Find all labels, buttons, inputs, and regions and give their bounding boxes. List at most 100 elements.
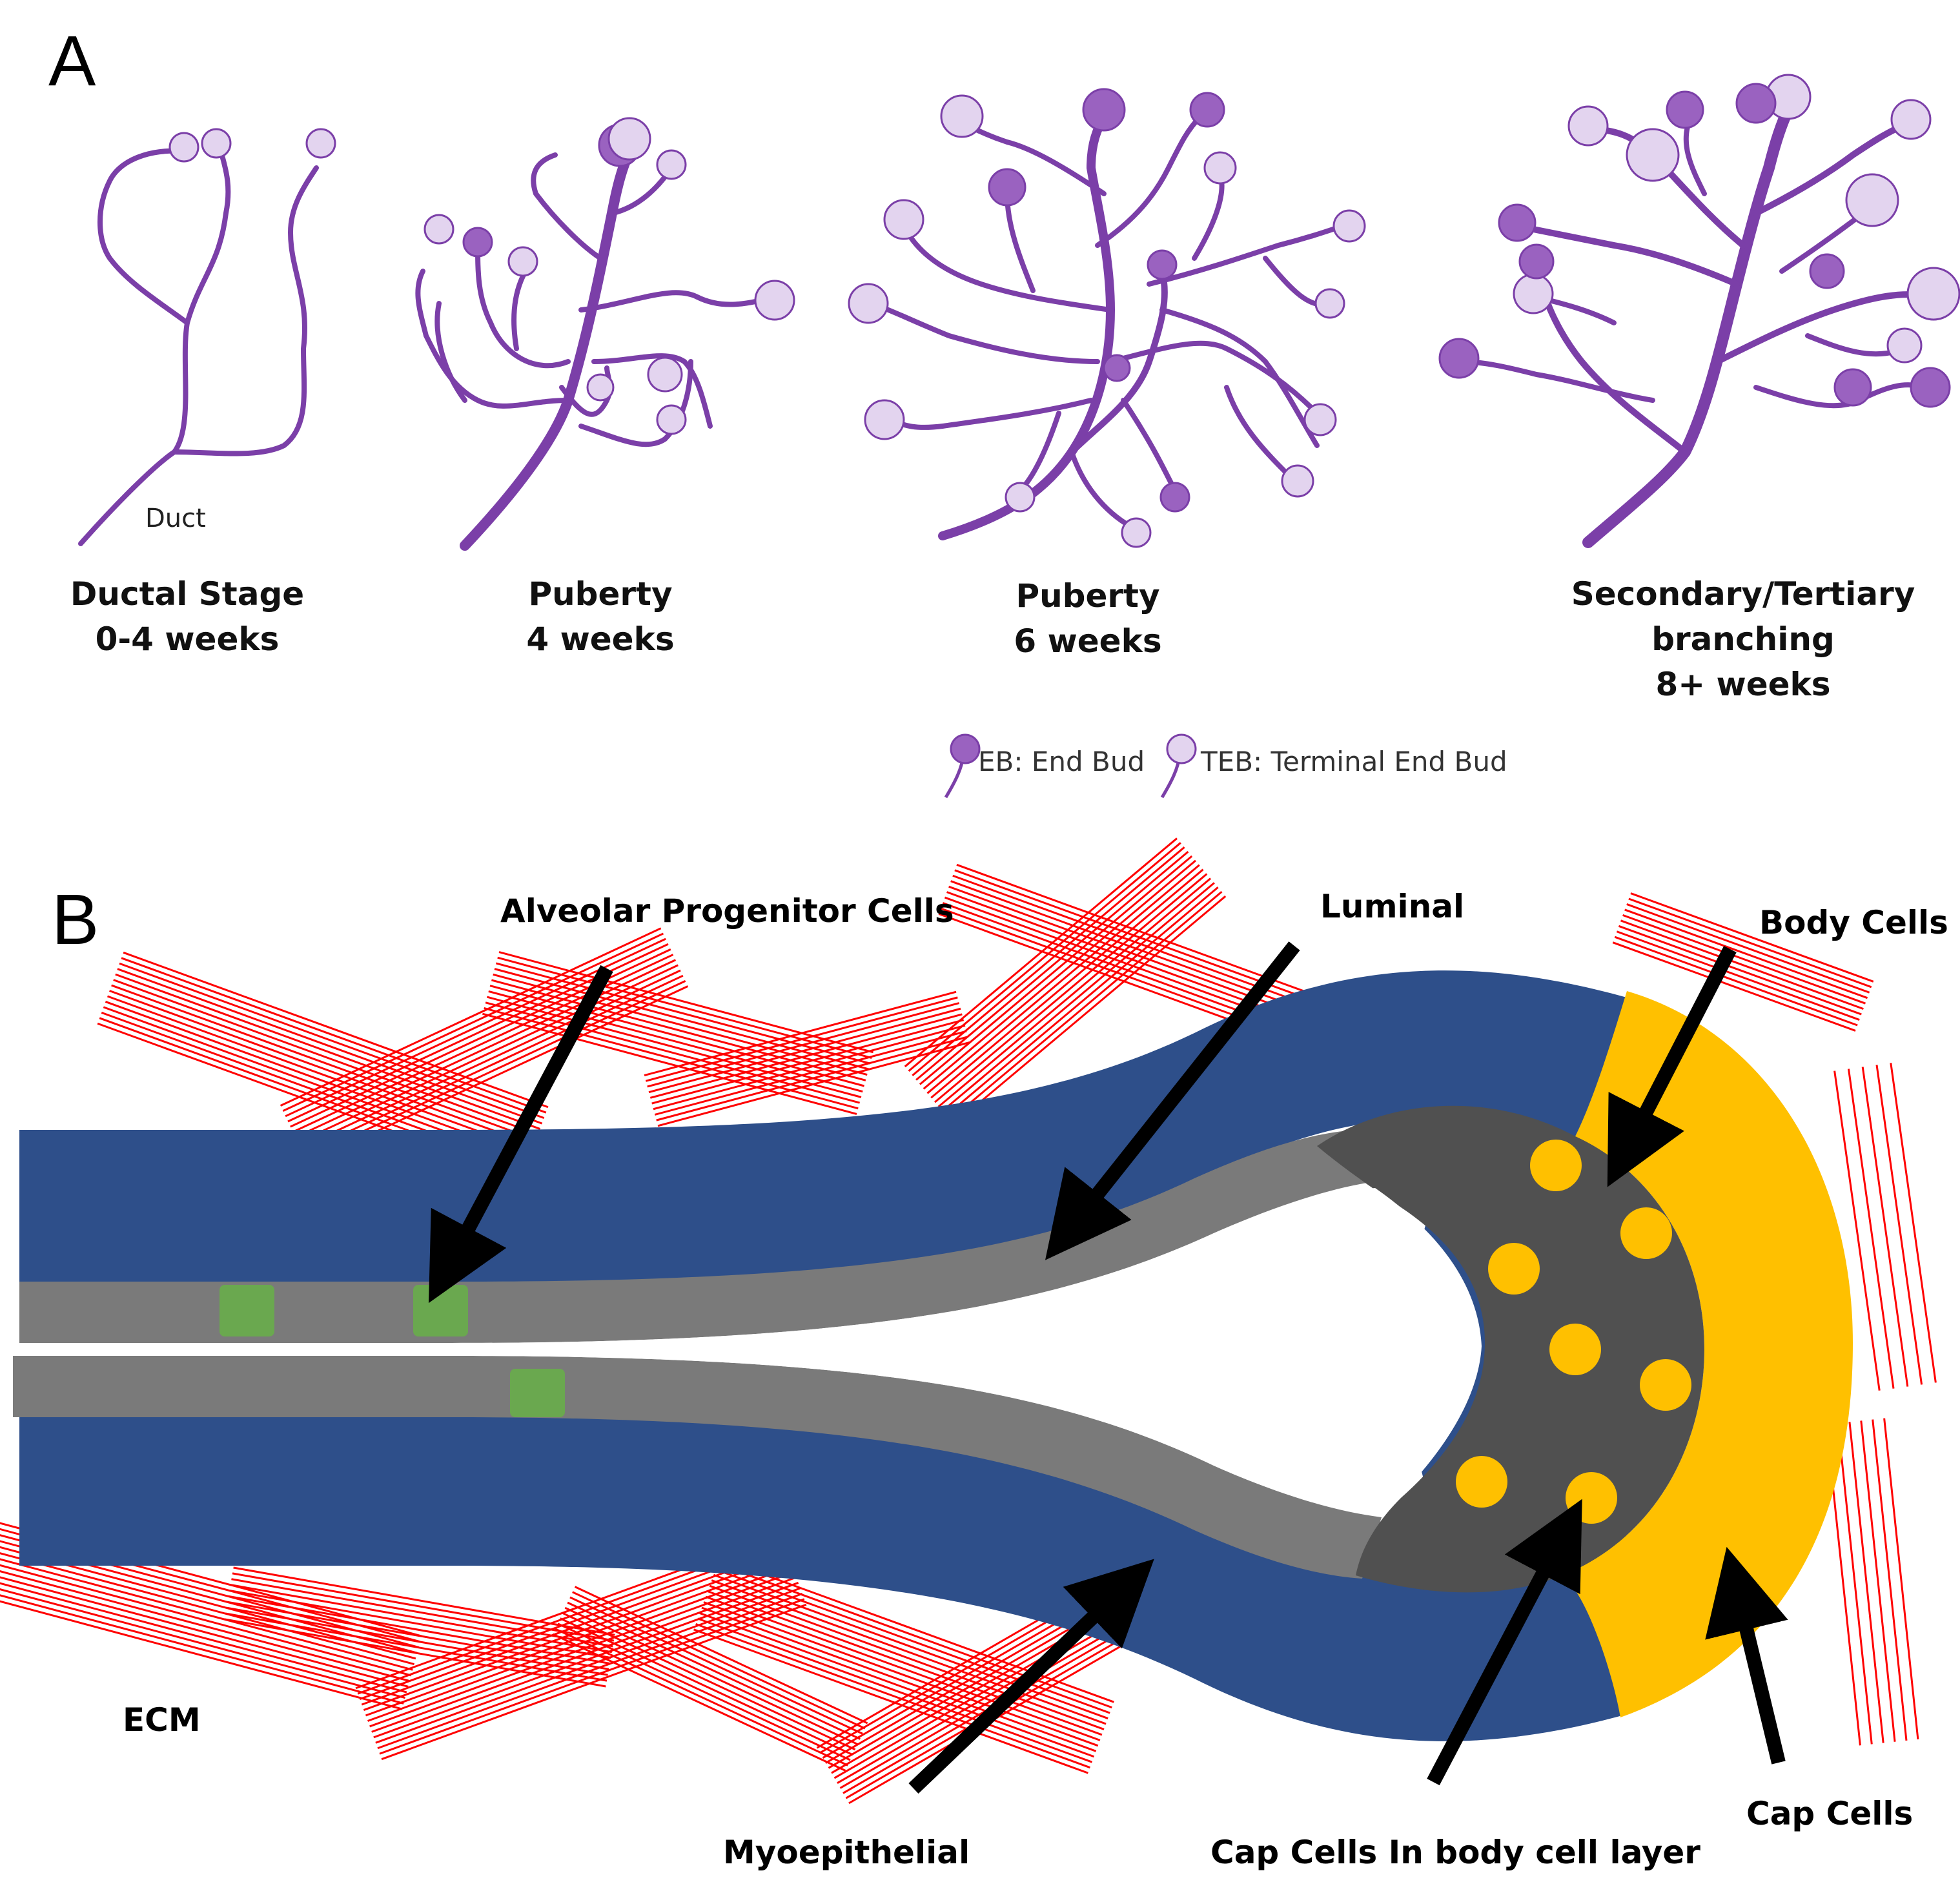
ecm-fiber [117, 968, 543, 1125]
ecm-fiber [949, 891, 1223, 1121]
ecm-fiber [711, 1579, 1107, 1725]
ecm-fiber [0, 1582, 407, 1694]
ecm-fiber [707, 1590, 1103, 1736]
ecm-fiber [107, 995, 533, 1152]
ecm-fiber [0, 1558, 413, 1671]
ecm-fiber [572, 1591, 866, 1730]
ecm-fiber [919, 855, 1193, 1085]
ecm-fiber [494, 968, 869, 1070]
ecm-fiber [485, 1001, 861, 1104]
ecm-fiber [227, 1601, 609, 1670]
stage-label-puberty-4: Puberty 4 weeks [526, 575, 675, 658]
ecm-fiber [229, 1589, 611, 1659]
ecm-fiber [121, 957, 547, 1114]
ecm-fiber [232, 1572, 615, 1642]
ecm-fiber [482, 1012, 857, 1115]
ecm-fiber [1847, 1069, 1895, 1389]
ecm-fiber [644, 990, 957, 1077]
body-cell-layer [1317, 1105, 1704, 1593]
arrow-cap-cells [1705, 1546, 1788, 1765]
ecm-fiber [285, 937, 666, 1118]
label-cap-cells-in-body: Cap Cells In body cell layer [1210, 1834, 1700, 1871]
legend-eb-icon [944, 733, 981, 799]
ecm-fiber [904, 837, 1178, 1068]
ecm-fiber [648, 1007, 961, 1094]
ecm-fiber [115, 973, 541, 1130]
ecm-fiber [1612, 941, 1856, 1032]
lumen [19, 1188, 1482, 1514]
ecm-fiber [230, 1584, 613, 1654]
ecm-fiber [1628, 897, 1872, 988]
ecm-fiber [0, 1564, 412, 1677]
ecm-fiber [657, 1041, 970, 1127]
ecm-fiber [1618, 925, 1862, 1016]
ecm-fiber [574, 1586, 868, 1725]
ecm-fiber [715, 1568, 1110, 1714]
duct-label: Duct [145, 504, 206, 533]
ecm-fiber [952, 895, 1227, 1125]
ecm-fiber [0, 1552, 414, 1665]
ecm-fiber [0, 1588, 405, 1699]
ecm-fiber [367, 1565, 793, 1722]
tree-puberty-4-weeks [415, 137, 777, 551]
tree-ductal-stage-buds [168, 128, 336, 163]
label-body-cells: Body Cells [1759, 904, 1948, 941]
ecm-fiber [225, 1612, 607, 1682]
ecm-fiber [697, 1617, 1093, 1763]
ecm-fiber [647, 1002, 960, 1088]
stage-label-puberty-6: Puberty 6 weeks [1014, 577, 1162, 660]
ecm-fiber [498, 951, 873, 1054]
ecm-fiber [649, 1013, 963, 1099]
ecm-fiber [560, 1617, 853, 1756]
ecm-fiber [1616, 930, 1860, 1021]
ecm-fiber [0, 1570, 410, 1683]
ecm-fiber [294, 959, 677, 1138]
arrow-myoepithelial [908, 1559, 1154, 1794]
ecm-fiber [493, 973, 868, 1076]
stage-label-ductal: Ductal Stage 0-4 weeks [70, 575, 305, 658]
ecm-fiber [224, 1618, 606, 1688]
ecm-fiber [111, 984, 536, 1141]
ecm-fiber [651, 1019, 965, 1105]
tree-ductal-stage [78, 143, 319, 546]
ecm-fiber [1860, 1420, 1896, 1742]
ecm-fiber [365, 1560, 791, 1717]
ecm-fiber [709, 1584, 1105, 1730]
ecm-fiber [941, 882, 1215, 1112]
ecm-fiber [0, 1576, 409, 1688]
ecm-fiber [1837, 1423, 1873, 1745]
luminal-layer-upper [19, 1130, 1375, 1343]
ecm-fiber [123, 951, 549, 1109]
label-luminal: Luminal [1320, 888, 1465, 925]
ecm-fiber [934, 873, 1208, 1103]
tree-secondary-tertiary-buds [1438, 74, 1960, 408]
ecm-fiber [555, 1628, 848, 1766]
label-cap-cells: Cap Cells [1746, 1795, 1914, 1832]
ecm-fiber [300, 969, 681, 1149]
ecm-fiber [233, 1566, 615, 1636]
ecm-fiber [282, 932, 664, 1112]
ecm-fiber [703, 1601, 1099, 1747]
ecm-fiber [552, 1633, 846, 1772]
ecm-fiber [645, 996, 958, 1082]
ecm-fiber [653, 1024, 966, 1111]
ecm-fiber [1833, 1070, 1881, 1391]
ecm-fiber [569, 1596, 863, 1735]
ecm-fiber [119, 962, 545, 1120]
ecm-fiber [564, 1606, 859, 1745]
ecm-fiber [497, 956, 872, 1059]
ecm-fiber [567, 1601, 861, 1740]
ecm-fiber [1890, 1063, 1937, 1383]
cap-cells-in-body-layer [1456, 1140, 1691, 1524]
ecm-fiber [1620, 919, 1864, 1010]
ecm-fiber [0, 1594, 404, 1705]
alveolar-progenitor-cells [219, 1285, 565, 1417]
ecm-fiber [1614, 936, 1858, 1027]
ecm-fiber [705, 1595, 1101, 1741]
ecm-fiber [915, 850, 1189, 1081]
ecm-fiber [304, 979, 686, 1160]
ecm-fiber [381, 1603, 807, 1761]
ecm-fiber [113, 979, 539, 1136]
